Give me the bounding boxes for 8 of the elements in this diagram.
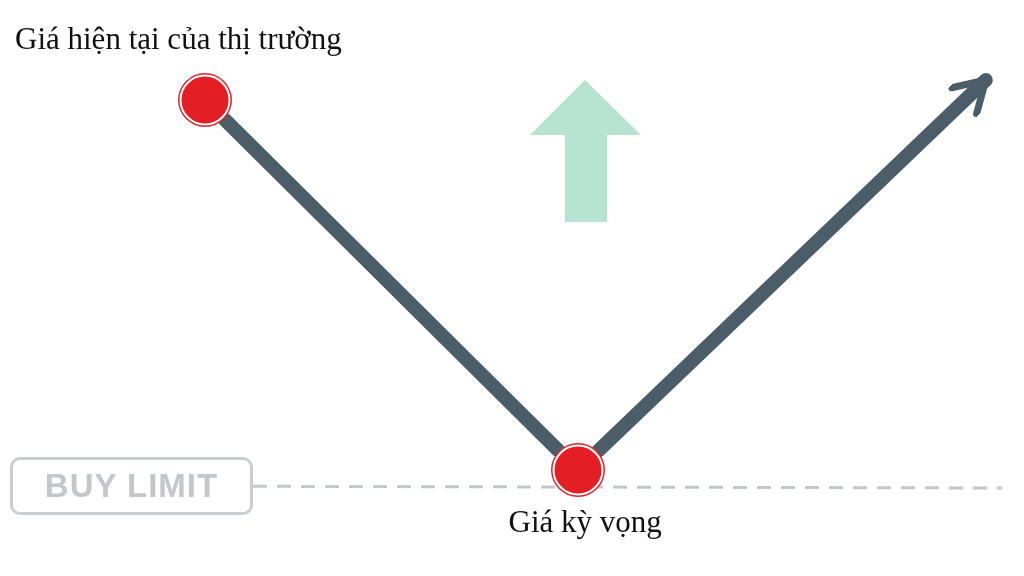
order-type-label: BUY LIMIT [10, 457, 253, 515]
price-caption: Giá hiện tại của thị trường [15, 22, 342, 57]
price-caption: Giá kỳ vọng [508, 505, 662, 540]
arrow [591, 73, 993, 458]
price-point-marker [177, 72, 233, 128]
dashed-line [253, 484, 1002, 490]
price-point-marker [550, 442, 606, 498]
connector-line [217, 112, 566, 458]
